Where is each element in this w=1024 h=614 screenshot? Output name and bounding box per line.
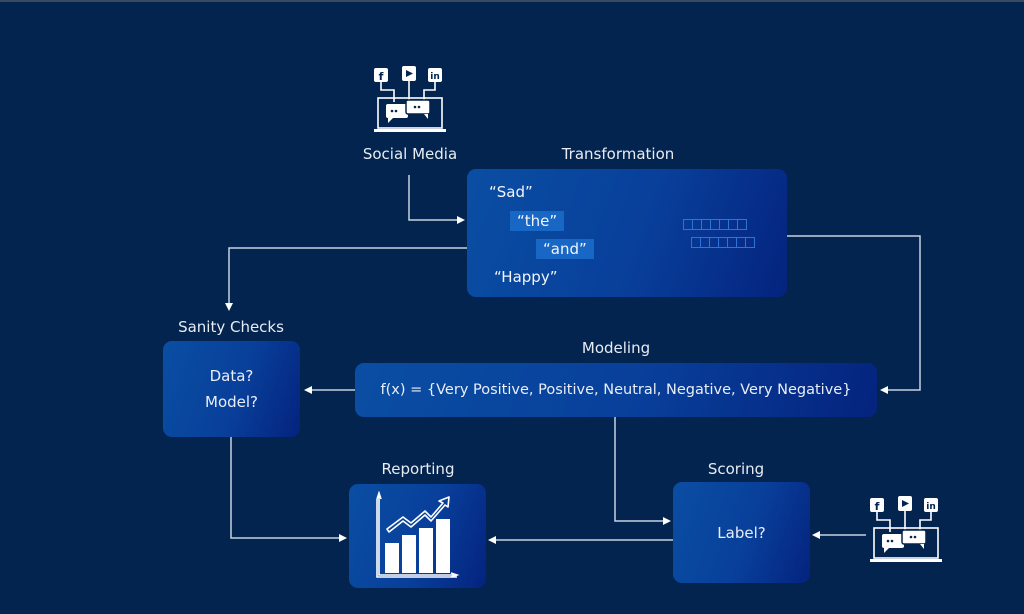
scoring-label-question: Label? <box>717 523 766 542</box>
sanity-check-model: Model? <box>205 393 258 411</box>
svg-text:f: f <box>875 500 880 513</box>
token-happy: “Happy” <box>494 268 558 286</box>
vector-row-1 <box>683 219 747 230</box>
transformation-title: Transformation <box>561 145 675 163</box>
vector-cell <box>737 219 747 230</box>
reporting-title: Reporting <box>381 460 455 478</box>
token-the: “the” <box>510 211 565 231</box>
vector-row-2 <box>691 237 755 248</box>
svg-text:in: in <box>430 72 440 82</box>
token-and: “and” <box>536 239 594 259</box>
transformation-box <box>467 169 787 297</box>
social-media-laptop-icon-new-data: f in <box>870 496 942 562</box>
social-media-laptop-icon: f in <box>374 66 446 132</box>
reporting-box <box>349 484 486 588</box>
modeling-title: Modeling <box>581 339 651 357</box>
svg-text:f: f <box>379 70 384 83</box>
token-sad: “Sad” <box>489 183 533 201</box>
sanity-checks-box: Data? Model? <box>163 341 300 437</box>
top-strip <box>0 0 1024 2</box>
sanity-checks-title: Sanity Checks <box>178 318 284 336</box>
edge-social-to-transformation <box>408 175 465 224</box>
vector-cell <box>745 237 755 248</box>
scoring-title: Scoring <box>707 460 765 478</box>
social-media-label: Social Media <box>362 145 458 163</box>
edge-transformation-to-sanity <box>225 247 467 311</box>
sanity-check-data: Data? <box>209 367 254 385</box>
growth-bar-chart-icon <box>375 491 460 578</box>
modeling-function: f(x) = {Very Positive, Positive, Neutral… <box>380 382 852 398</box>
edge-sanity-to-reporting <box>230 437 347 542</box>
edge-modeling-to-scoring <box>614 417 671 525</box>
scoring-box: Label? <box>673 482 810 583</box>
svg-text:in: in <box>926 502 936 512</box>
modeling-box: f(x) = {Very Positive, Positive, Neutral… <box>355 363 877 417</box>
